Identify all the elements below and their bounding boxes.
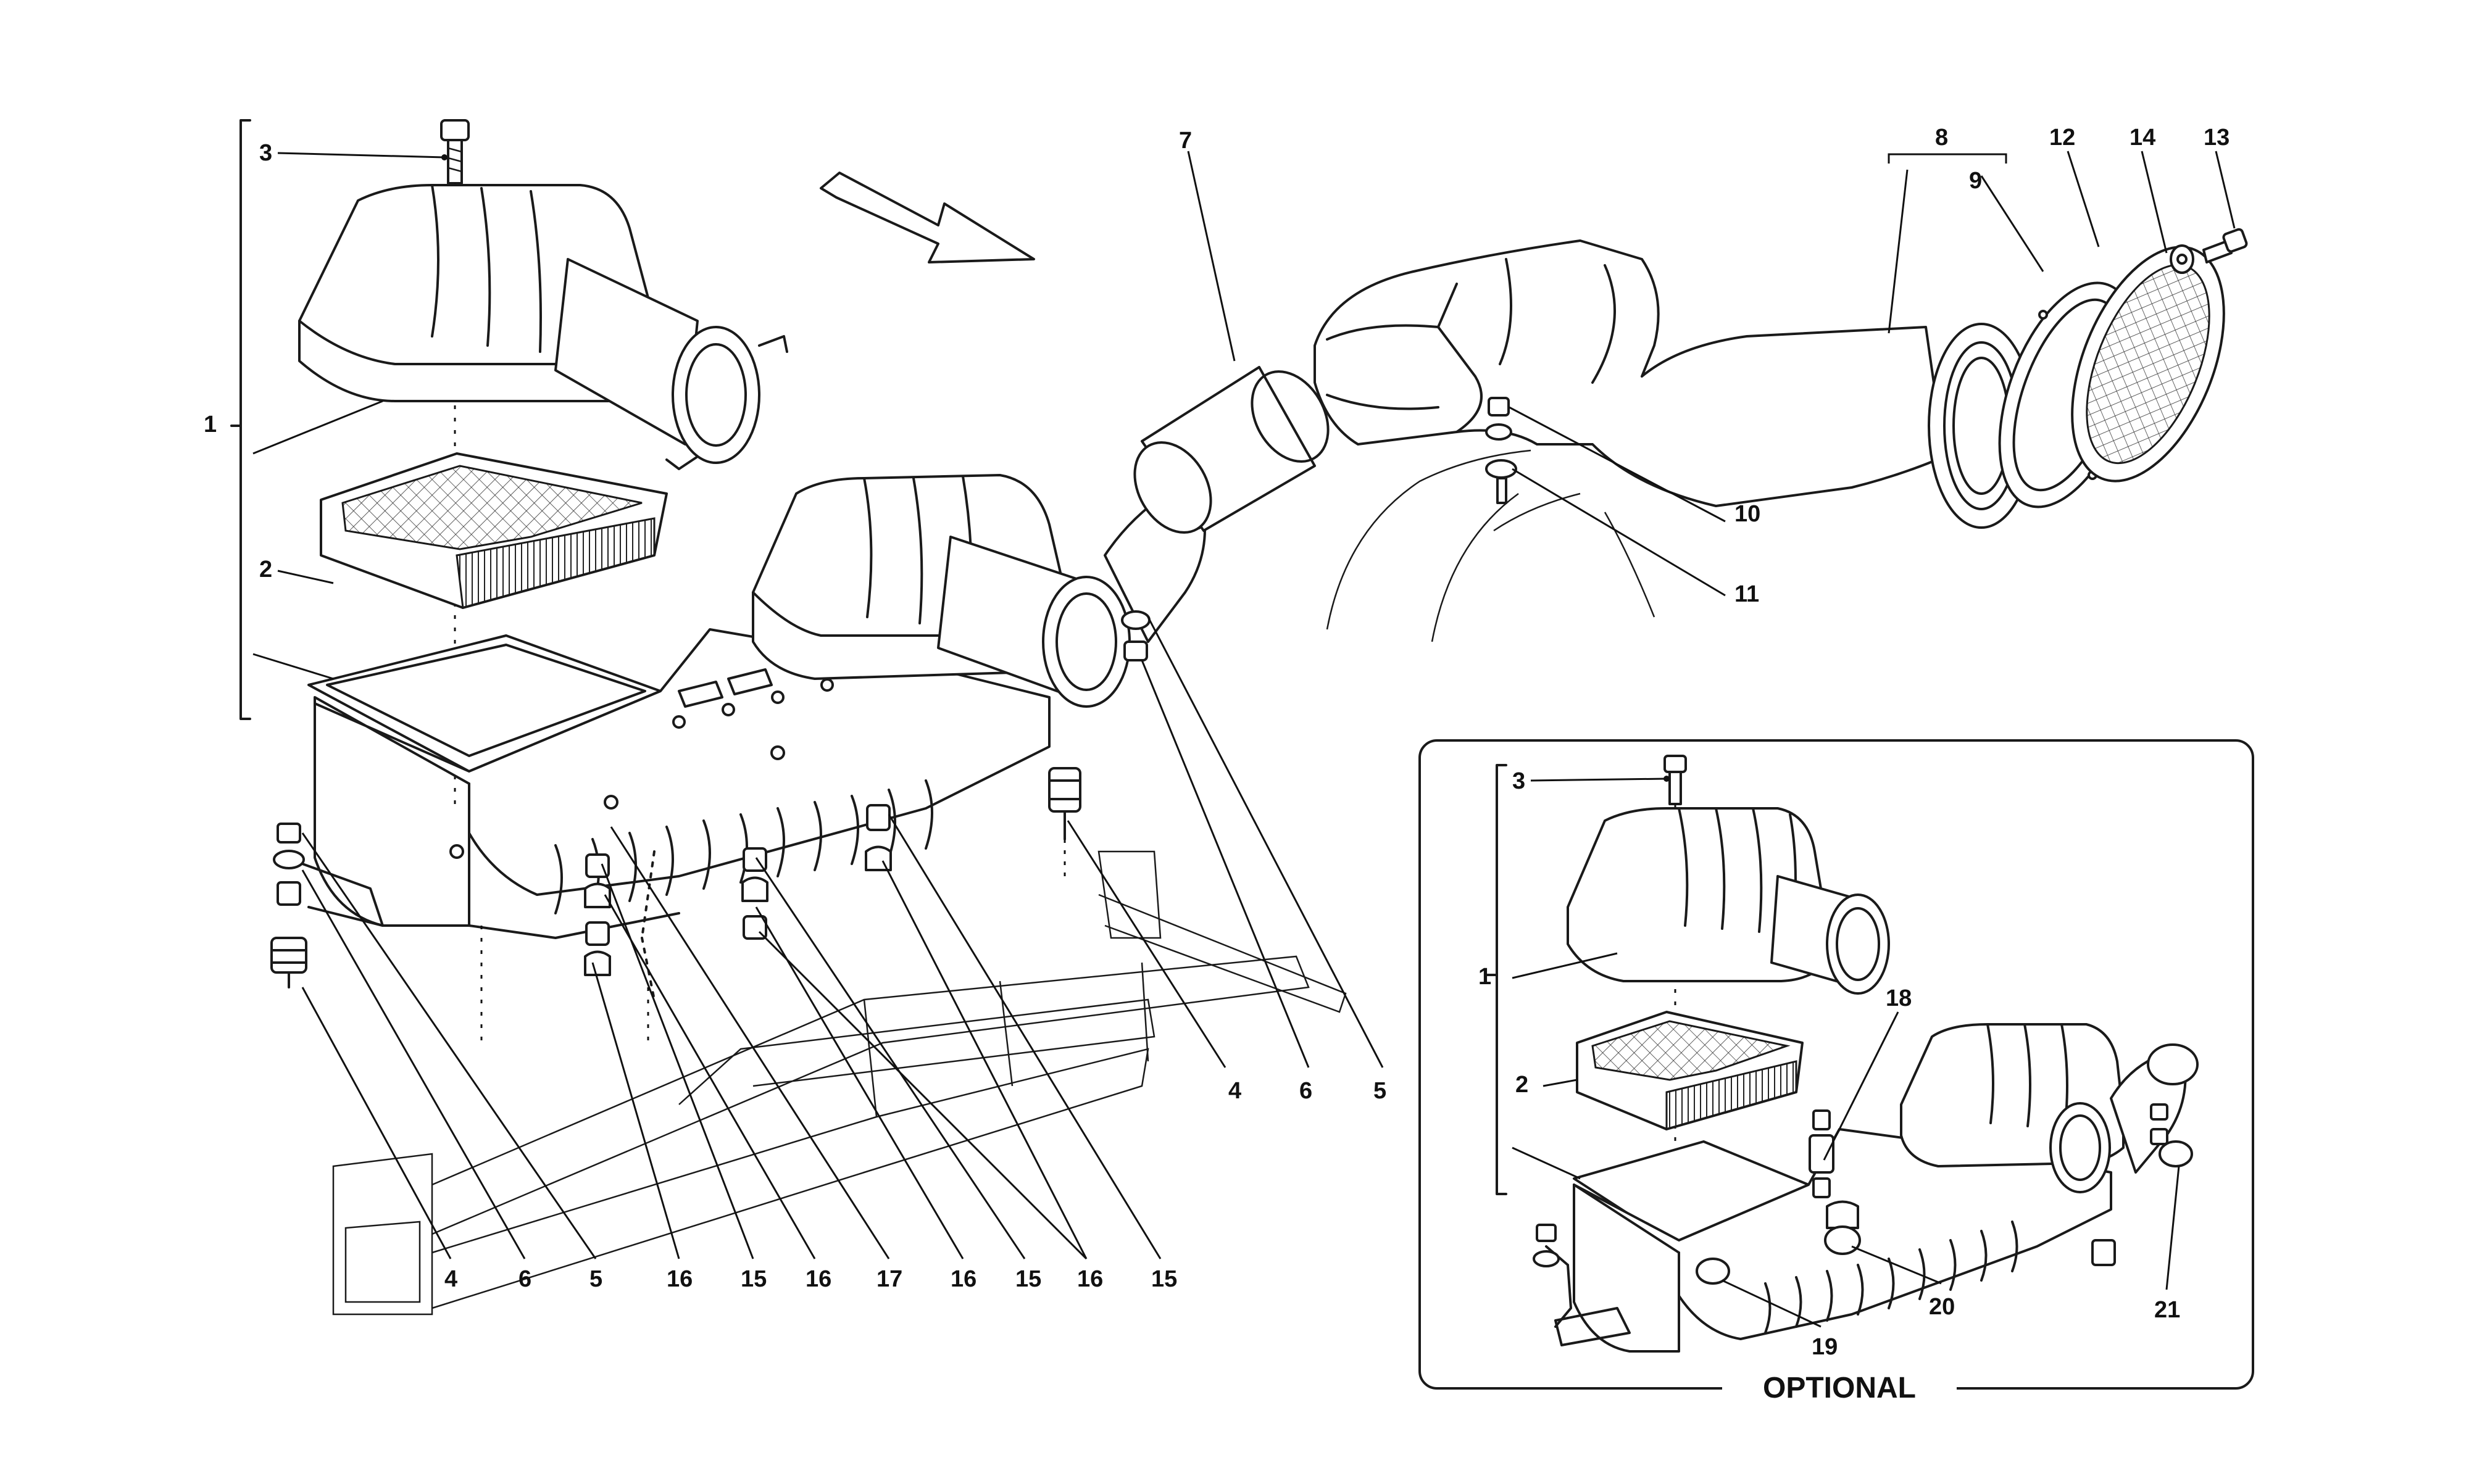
mount-stud-left — [270, 823, 384, 989]
main-leaders — [252, 151, 2236, 1260]
callout-8: 8 — [1935, 125, 1948, 151]
callout-2: 2 — [259, 557, 272, 582]
group-bracket-1 — [230, 119, 251, 720]
chassis-frame — [332, 850, 1347, 1316]
clip-parts — [584, 804, 892, 1001]
arrow-direction-icon — [820, 172, 1035, 263]
intake-duct — [1314, 239, 2035, 642]
inset-callout-20: 20 — [1929, 1294, 1955, 1320]
callout-5: 5 — [1373, 1078, 1386, 1104]
callout-14: 14 — [2130, 125, 2155, 151]
callout-15-a: 15 — [741, 1266, 767, 1292]
air-box-housing — [307, 628, 1051, 939]
callout-7: 7 — [1179, 128, 1192, 154]
mount-stud — [1048, 610, 1151, 882]
inset-callout-3: 3 — [1512, 768, 1525, 794]
duct-bolt — [1485, 397, 1517, 504]
callout-9: 9 — [1969, 168, 1982, 194]
callout-3: 3 — [259, 140, 272, 166]
air-box-cover — [298, 184, 788, 470]
callout-16-b: 16 — [806, 1266, 831, 1292]
connector-hose — [1133, 366, 1330, 534]
inset-callout-1: 1 — [1478, 964, 1491, 990]
callout-4-bottom: 4 — [444, 1266, 457, 1292]
callout-1: 1 — [204, 412, 217, 437]
screw-part — [440, 119, 470, 184]
air-filter-element — [320, 452, 668, 609]
main-callouts: 3 1 2 7 8 9 12 14 13 10 11 4 6 5 4 6 5 1… — [204, 125, 2230, 1292]
callout-16-a: 16 — [667, 1266, 693, 1292]
screw-13 — [2170, 228, 2248, 274]
callout-15-b: 15 — [1015, 1266, 1041, 1292]
callout-4: 4 — [1228, 1078, 1241, 1104]
inset-callout-21: 21 — [2154, 1297, 2180, 1323]
callout-16-c: 16 — [951, 1266, 976, 1292]
optional-inset: OPTIONAL — [1418, 739, 2254, 1404]
callout-17: 17 — [876, 1266, 902, 1292]
callout-11: 11 — [1734, 581, 1759, 607]
callout-6-bottom: 6 — [518, 1266, 531, 1292]
callout-16-d: 16 — [1077, 1266, 1103, 1292]
callout-5-bottom: 5 — [589, 1266, 602, 1292]
callout-12: 12 — [2049, 125, 2075, 151]
inset-callout-19: 19 — [1812, 1334, 1838, 1360]
optional-label-bg — [1722, 1373, 1957, 1404]
callout-15-c: 15 — [1151, 1266, 1177, 1292]
callout-6: 6 — [1299, 1078, 1312, 1104]
optional-label: OPTIONAL — [1763, 1372, 1916, 1404]
inset-callout-18: 18 — [1886, 985, 1912, 1011]
callout-13: 13 — [2204, 125, 2230, 151]
air-box-cover-right — [752, 474, 1217, 708]
filter-mesh-icon — [2071, 246, 2225, 483]
inset-callout-2: 2 — [1515, 1072, 1528, 1098]
callout-10: 10 — [1734, 501, 1760, 527]
